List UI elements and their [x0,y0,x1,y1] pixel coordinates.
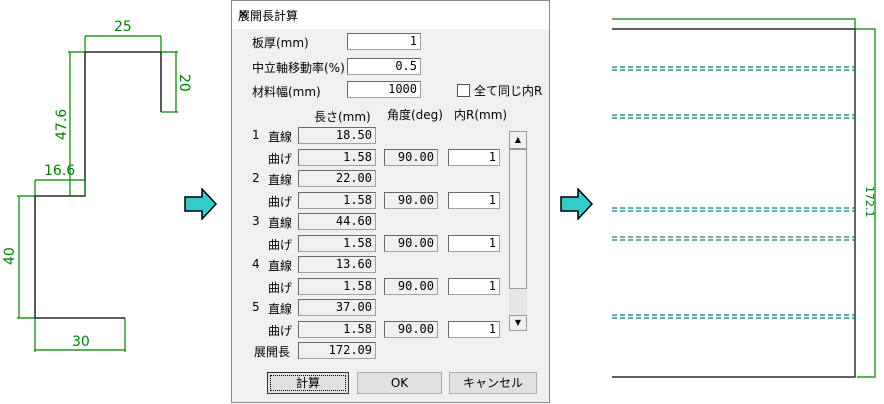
neutral-input[interactable]: 0.5 [347,58,421,75]
flat-pattern-drawing: 172.1 [612,18,876,378]
bend-label: 曲げ [268,324,293,338]
total-field: 172.09 [298,342,376,359]
dim-top: 25 [114,19,132,35]
segment-number: 4 [252,257,260,271]
segment-number: 5 [252,300,260,314]
inner-r-input[interactable]: 1 [448,278,500,295]
neutral-label: 中立軸移動率(%) [252,61,345,75]
title-bar: 展開長計算✕ [232,1,549,29]
dim-flange: 20 [176,74,192,92]
angle-field: 90.00 [384,235,438,252]
bend-label: 曲げ [268,195,293,209]
inner-r-input[interactable]: 1 [448,192,500,209]
thickness-input[interactable]: 1 [347,33,421,50]
straight-label: 直線 [268,302,293,316]
angle-field: 90.00 [384,278,438,295]
bend-length-field: 1.58 [298,192,376,209]
bend-length-field: 1.58 [298,278,376,295]
straight-length-field: 18.50 [298,127,376,144]
total-label: 展開長 [254,345,291,359]
inner-r-input[interactable]: 1 [448,149,500,166]
straight-length-field: 37.00 [298,299,376,316]
scrollbar-track[interactable] [509,289,527,315]
calc-button[interactable]: 計算 [267,372,349,394]
part-drawing: 25 20 47.6 16.6 40 30 [2,19,192,352]
close-icon[interactable]: ✕ [238,7,249,21]
straight-length-field: 13.60 [298,256,376,273]
bend-label: 曲げ [268,281,293,295]
bend-length-field: 1.58 [298,149,376,166]
angle-field: 90.00 [384,149,438,166]
dim-lower: 40 [2,247,18,265]
bend-length-field: 1.58 [298,235,376,252]
straight-label: 直線 [268,216,293,230]
straight-length-field: 22.00 [298,170,376,187]
total-dim: 172.1 [863,186,876,218]
bend-length-field: 1.58 [298,321,376,338]
arrow-right-icon [560,188,594,220]
arrow-right-icon [184,188,218,220]
header-length: 長さ(mm) [314,110,371,124]
dialog-title: 展開長計算 [238,9,299,23]
straight-label: 直線 [268,259,293,273]
same-r-label: 全て同じ内R [474,84,543,98]
scrollbar-thumb[interactable] [509,149,527,289]
dim-step: 16.6 [44,163,75,179]
bend-label: 曲げ [268,238,293,252]
straight-label: 直線 [268,130,293,144]
header-angle: 角度(deg) [387,108,443,122]
thickness-label: 板厚(mm) [252,36,309,50]
inner-r-input[interactable]: 1 [448,321,500,338]
flat-length-dialog: 展開長計算✕ 板厚(mm) 1 中立軸移動率(%) 0.5 材料幅(mm) 10… [231,0,550,403]
ok-button[interactable]: OK [357,372,442,394]
width-input[interactable]: 1000 [347,81,421,98]
bend-label: 曲げ [268,152,293,166]
segment-number: 2 [252,171,260,185]
angle-field: 90.00 [384,321,438,338]
header-r: 内R(mm) [454,108,508,122]
width-label: 材料幅(mm) [252,85,321,99]
same-r-checkbox[interactable] [457,84,470,97]
straight-length-field: 44.60 [298,213,376,230]
angle-field: 90.00 [384,192,438,209]
inner-r-input[interactable]: 1 [448,235,500,252]
segment-number: 1 [252,128,260,142]
segment-number: 3 [252,214,260,228]
dim-bottom: 30 [72,334,90,350]
cancel-button[interactable]: キャンセル [449,372,537,394]
straight-label: 直線 [268,173,293,187]
scroll-up-button[interactable]: ▲ [509,131,527,149]
scroll-down-button[interactable]: ▼ [509,315,527,331]
dim-web: 47.6 [54,109,70,140]
